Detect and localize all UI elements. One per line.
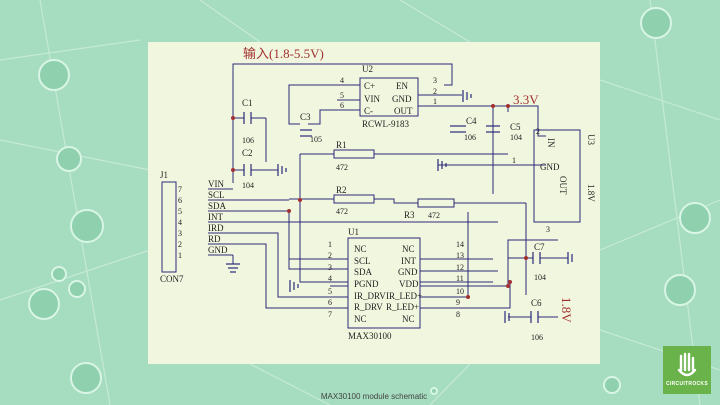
- u2-num-right-1: 3: [433, 76, 437, 85]
- j1-pin-5: 5: [178, 207, 182, 216]
- r2-ref: R2: [336, 185, 347, 195]
- u2-pin-right-3: OUT: [394, 106, 413, 116]
- u1-pin-left-2: SCL: [354, 256, 371, 266]
- u1-pin-left-7: NC: [354, 314, 367, 324]
- u1-pin-right-6: R_LED+: [386, 302, 419, 312]
- u1-pin-left-6: R_DRV: [354, 302, 383, 312]
- circuitrocks-logo: CIRCUITROCKS: [663, 346, 711, 394]
- j1-pin-7: 7: [178, 185, 182, 194]
- u1-num-right-4: 11: [456, 274, 464, 283]
- u1-pin-left-4: PGND: [354, 279, 379, 289]
- u1-ref: U1: [348, 227, 359, 237]
- c1-value: 106: [242, 136, 254, 145]
- u1-pin-right-4: VDD: [399, 279, 419, 289]
- c4-ref: C4: [466, 116, 477, 126]
- circuit-hand-icon: [677, 352, 697, 377]
- u2-pin-left-1: C+: [364, 81, 375, 91]
- u3-num-3: 3: [546, 225, 550, 234]
- u1-name: MAX30100: [348, 331, 392, 341]
- v33-label: 3.3V: [513, 92, 539, 107]
- u2-pin-right-2: GND: [392, 94, 412, 104]
- c2-value: 104: [242, 181, 254, 190]
- u1-pin-right-1: NC: [402, 244, 415, 254]
- u3-pin-gnd: GND: [540, 162, 560, 172]
- u1-num-right-5: 10: [456, 287, 464, 296]
- j1-pin-2: 2: [178, 240, 182, 249]
- u1-num-left-3: 3: [328, 263, 332, 272]
- input-voltage-label: 输入(1.8-5.5V): [243, 46, 324, 61]
- u1-num-right-3: 12: [456, 263, 464, 272]
- u3-value: 1.8V: [586, 184, 596, 202]
- u3-pin-in: IN: [546, 138, 556, 148]
- u2-pin-left-2: VIN: [364, 94, 380, 104]
- r3-ref: R3: [404, 210, 415, 220]
- u2-pin-right-1: EN: [396, 81, 408, 91]
- j1-signal-ird: IRD: [208, 223, 224, 233]
- u1-num-left-7: 7: [328, 310, 332, 319]
- v18-label: 1.8V: [559, 297, 574, 323]
- u3-num-1: 2: [536, 127, 540, 136]
- u1-num-right-1: 14: [456, 240, 464, 249]
- u1-pin-right-3: GND: [398, 267, 418, 277]
- j1-pin-1: 1: [178, 251, 182, 260]
- c2-ref: C2: [242, 148, 253, 158]
- figure-caption: MAX30100 module schematic: [320, 392, 428, 401]
- c3-value: 105: [310, 135, 322, 144]
- u2-num-left-3: 6: [340, 101, 344, 110]
- j1-pin-4: 4: [178, 218, 182, 227]
- u2-num-left-2: 5: [340, 91, 344, 100]
- u2-num-right-2: 2: [433, 87, 437, 96]
- c5-ref: C5: [510, 122, 521, 132]
- r1-value: 472: [336, 163, 348, 172]
- u1-num-left-1: 1: [328, 240, 332, 249]
- u3-ref: U3: [586, 134, 596, 145]
- c3-ref: C3: [300, 112, 311, 122]
- logo-text: CIRCUITROCKS: [666, 381, 708, 387]
- u1-num-left-4: 4: [328, 274, 332, 283]
- u2-num-right-3: 1: [433, 97, 437, 106]
- j1-signal-vin: VIN: [208, 179, 224, 189]
- c6-ref: C6: [531, 298, 542, 308]
- c7-ref: C7: [534, 242, 545, 252]
- j1-signal-int: INT: [208, 212, 223, 222]
- u1-num-right-2: 13: [456, 251, 464, 260]
- c4-value: 106: [464, 133, 476, 142]
- schematic-diagram: 输入(1.8-5.5V) 3.3V 1.8V U2 RCWL-9183 C+ V…: [160, 46, 596, 342]
- c5-value: 104: [510, 133, 522, 142]
- j1-name: CON7: [160, 274, 184, 284]
- u1-num-left-6: 6: [328, 298, 332, 307]
- u1-num-right-6: 9: [456, 298, 460, 307]
- c1-ref: C1: [242, 98, 253, 108]
- j1-pin-3: 3: [178, 229, 182, 238]
- j1-signal-rd: RD: [208, 234, 221, 244]
- r3-value: 472: [428, 211, 440, 220]
- c7-value: 104: [534, 273, 546, 282]
- schematic-card: 输入(1.8-5.5V) 3.3V 1.8V U2 RCWL-9183 C+ V…: [148, 42, 600, 401]
- u3-pin-out: OUT: [558, 176, 568, 195]
- j1-ref: J1: [160, 170, 168, 180]
- j1-signal-gnd: GND: [208, 245, 228, 255]
- c6-value: 106: [531, 333, 543, 342]
- j1-pin-6: 6: [178, 196, 182, 205]
- u1-num-right-7: 8: [456, 310, 460, 319]
- u2-pin-left-3: C-: [364, 106, 373, 116]
- r1-ref: R1: [336, 140, 347, 150]
- u2-num-left-1: 4: [340, 76, 344, 85]
- u3-num-2: 1: [512, 156, 516, 165]
- u2-name: RCWL-9183: [362, 119, 409, 129]
- j1-signal-sda: SDA: [208, 201, 227, 211]
- u1-pin-left-5: IR_DRV: [354, 291, 386, 301]
- j1-signal-scl: SCL: [208, 190, 225, 200]
- u1-pin-right-7: NC: [402, 314, 415, 324]
- u2-ref: U2: [362, 64, 373, 74]
- r2-value: 472: [336, 207, 348, 216]
- u1-num-left-2: 2: [328, 251, 332, 260]
- u1-pin-left-3: SDA: [354, 267, 373, 277]
- u1-pin-left-1: NC: [354, 244, 367, 254]
- u1-num-left-5: 5: [328, 287, 332, 296]
- u1-pin-right-5: IR_LED+: [386, 291, 422, 301]
- u1-pin-right-2: INT: [401, 256, 416, 266]
